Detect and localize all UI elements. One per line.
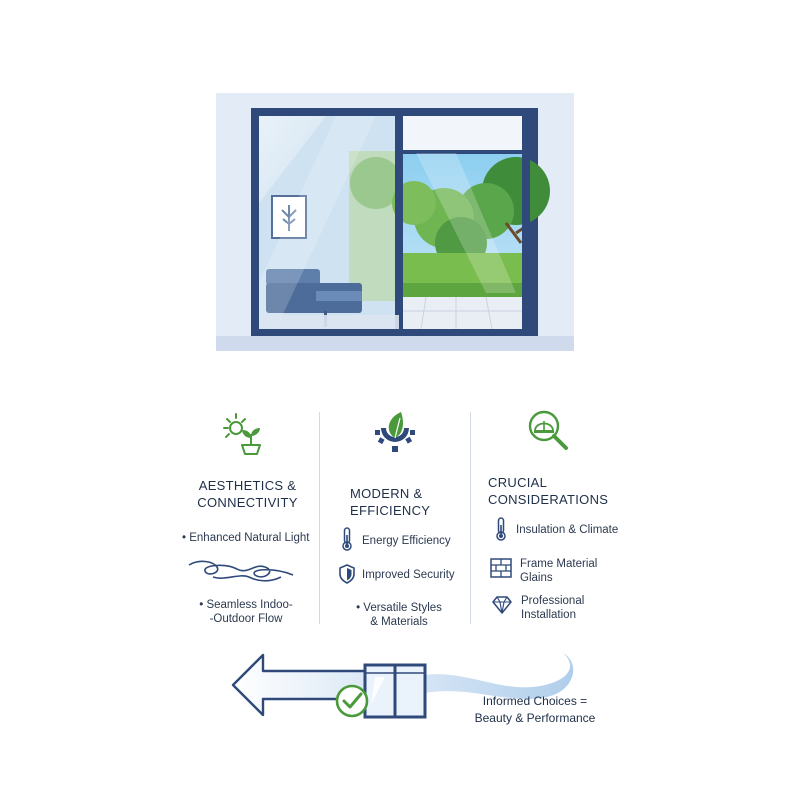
column-title: AESTHETICS &CONNECTIVITY (197, 478, 298, 510)
footer-graphic (231, 653, 574, 719)
thermometer-icon (496, 517, 506, 541)
list-item: • Seamless Indoo--Outdoor Flow (199, 599, 293, 625)
column-divider (319, 412, 320, 624)
list-item: Energy Efficiency (362, 535, 451, 547)
column-divider (470, 412, 471, 624)
center-mullion (395, 116, 403, 329)
thermometer-icon (342, 527, 352, 551)
list-item: Insulation & Climate (516, 524, 619, 536)
sliding-door-illustration (216, 93, 574, 351)
leaf-gear-icon (375, 412, 415, 452)
column-title: MODERN &EFFICIENCY (350, 486, 431, 518)
sun-plant-icon (223, 413, 261, 455)
magnifier-helmet-icon (528, 410, 568, 450)
footer-summary: Informed Choices =Beauty & Performance (474, 694, 596, 725)
list-item: • Enhanced Natural Light (182, 532, 310, 544)
window-icon (363, 663, 427, 719)
list-item: Improved Security (362, 569, 455, 581)
diamond-icon (492, 596, 512, 614)
checkmark-icon (335, 684, 369, 718)
flow-connector-icon (188, 560, 294, 582)
shield-icon (339, 564, 355, 584)
list-item: • Versatile Styles& Materials (356, 602, 442, 628)
brick-wall-icon (490, 558, 512, 578)
swoosh (425, 653, 574, 699)
